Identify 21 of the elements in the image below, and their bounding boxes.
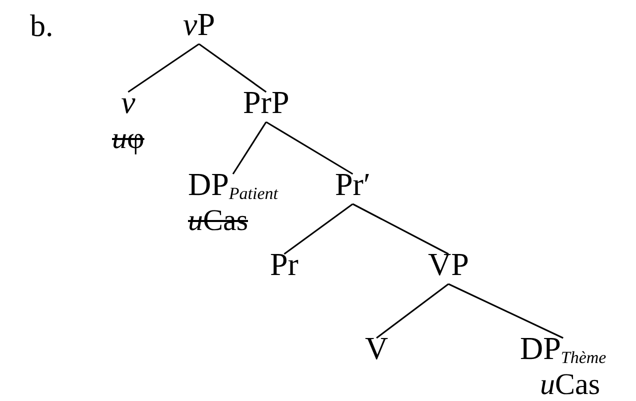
checked-feature: uφ — [112, 124, 144, 154]
tree-branch — [448, 283, 564, 339]
tree-branch — [266, 121, 354, 175]
category-label: V — [365, 332, 388, 364]
checked-feature: uCas — [188, 206, 248, 236]
category-label: v — [121, 86, 136, 118]
tree-branch — [376, 283, 449, 339]
category-label: vP — [183, 8, 215, 40]
category-label: Pr′ — [335, 168, 370, 200]
tree-branch — [284, 203, 354, 255]
category-label: PrP — [243, 86, 290, 118]
category-label: VP — [428, 248, 469, 280]
tree-branch — [232, 122, 267, 174]
example-letter: b. — [30, 10, 54, 41]
category-label: DP$_{Patient}$ — [188, 168, 278, 200]
unchecked-feature: uCas — [540, 370, 600, 400]
category-label: DP$_{Thème}$ — [520, 332, 606, 364]
tree-branch — [352, 203, 449, 255]
category-label: Pr — [270, 248, 298, 280]
tree-branch — [128, 43, 200, 93]
tree-branch — [198, 43, 267, 93]
